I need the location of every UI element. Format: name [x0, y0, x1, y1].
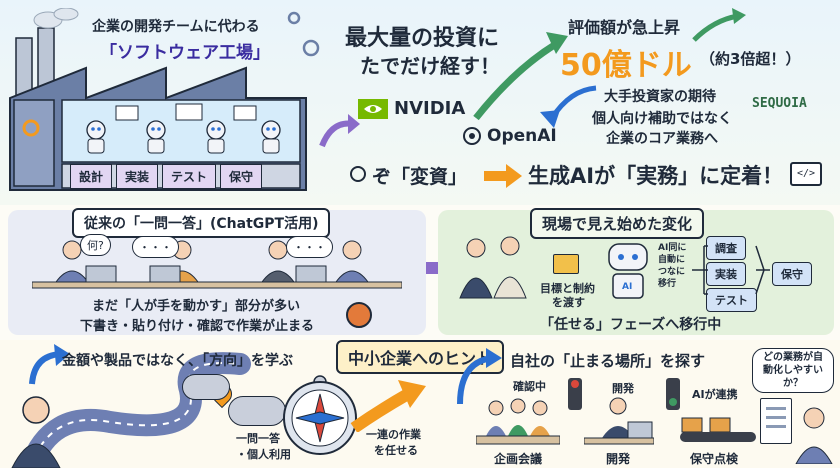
goal-label-line1: 目標と制約: [540, 282, 595, 295]
arrow-icon: [692, 8, 746, 42]
nvidia-eye-icon: [358, 98, 388, 119]
investor-line2: 個人向け補助ではなく: [592, 111, 732, 127]
person-icon: [795, 407, 833, 464]
tl-label-dev: 開発: [612, 382, 634, 395]
stage-implement: 実装: [116, 164, 159, 189]
magnifier-icon: [350, 166, 366, 182]
traffic-light-icon: [568, 378, 582, 410]
compass-icon: [283, 375, 357, 455]
cloud-icon: [228, 396, 286, 426]
conventional-title: 従来の「一問一答」(ChatGPT活用): [72, 208, 331, 238]
scene-maintenance: 保守点検: [690, 452, 739, 466]
cloud-label-line1: 一問一答: [236, 432, 280, 445]
conveyor-illustration: [680, 417, 756, 442]
arrow-icon: [29, 344, 70, 385]
nvidia-label: NVIDIA: [394, 98, 466, 119]
conventional-desc-line2: 下書き・貼り付け・確認で作業が止まる: [80, 319, 315, 334]
investor-line3: 企業のコア業務へ: [606, 131, 718, 147]
factory-title-line1: 企業の開発チームに代わる: [92, 19, 260, 35]
person-icon: [335, 240, 369, 283]
presenters-illustration: [459, 236, 527, 299]
change-title: 現場で見え始めた変化: [530, 208, 705, 239]
openai-icon: [463, 127, 481, 145]
hint-stop-places: 自社の「止まる場所」を探す: [510, 352, 706, 370]
openai-logo: OpenAI: [462, 126, 557, 146]
gear-icon: [22, 119, 40, 137]
tl-label-ai: AIが連携: [692, 388, 738, 401]
nvidia-logo: NVIDIA: [358, 98, 465, 119]
robot-icon: [146, 120, 166, 154]
arrow-icon: [350, 380, 426, 432]
openai-label: OpenAI: [487, 126, 557, 146]
cloud-label-line2: ・個人利用: [236, 448, 291, 461]
stage-maintain: 保守: [220, 164, 263, 189]
dev-illustration: [584, 397, 654, 445]
valuation-note: （約3倍超！）: [700, 50, 801, 68]
flow-implement: 実装: [706, 262, 746, 286]
tl-label-checking: 確認中: [513, 380, 546, 393]
investment-headline-line1: 最大量の投資に: [345, 26, 500, 51]
question-bubble: どの業務が自動化しやすいか？: [752, 348, 834, 393]
sequoia-logo: SEQUOIA: [752, 96, 807, 111]
rising-arrow-icon: [473, 32, 568, 121]
cloud-icon: [182, 374, 230, 400]
robot-icon: [261, 120, 281, 154]
ai-robot-illustration: [608, 243, 648, 299]
valuation-value: 50億ドル: [560, 48, 692, 83]
flow-test: テスト: [706, 288, 757, 312]
code-window-icon: </>: [790, 162, 822, 186]
robot-badge: AI: [622, 282, 633, 292]
flow-connectors: [692, 245, 770, 295]
person-icon: [459, 238, 493, 299]
robot-note: AI同に自動につなに移行: [658, 243, 687, 289]
checklist-icon: [760, 398, 792, 444]
thinking-person-illustration: [11, 396, 61, 468]
arrow-icon: [457, 348, 502, 405]
meeting-illustration: [476, 398, 560, 445]
arrow-label-line1: 一連の作業: [366, 428, 421, 441]
goal-label-line2: を渡す: [552, 296, 585, 309]
gear-icon: [287, 11, 320, 57]
speech-bubble: ・・・: [132, 236, 179, 258]
hint-title: 中小企業へのヒント: [336, 340, 505, 374]
stage-row: 設計 実装 テスト 保守: [70, 164, 263, 189]
workers-illustration: [32, 240, 402, 289]
stop-gear-icon: [346, 302, 372, 328]
arrow-icon: [540, 85, 597, 128]
investor-line1: 大手投資家の期待: [604, 89, 716, 105]
flow-maintain: 保守: [772, 262, 812, 286]
speech-bubble: ・・・: [286, 236, 333, 258]
arrow-label-line2: を任せる: [374, 444, 418, 457]
scene-planning: 企画会議: [494, 452, 543, 466]
arrow-icon: [319, 114, 360, 148]
conventional-desc-line1: まだ「人が手を動かす」部分が多い: [92, 299, 301, 314]
speech-bubble: 何?: [80, 234, 111, 256]
folder-icon: [553, 254, 579, 274]
robot-icon: [206, 120, 226, 154]
investment-headline-line2: たでだけ経す！: [360, 54, 500, 78]
flow-research: 調査: [706, 236, 746, 260]
stage-design: 設計: [70, 164, 113, 189]
stage-test: テスト: [162, 164, 217, 189]
person-icon: [261, 240, 295, 283]
hint-direction: 金額や製品ではなく、「方向」を学ぶ: [62, 353, 293, 369]
arrow-icon: [484, 164, 522, 188]
road-illustration: [19, 352, 251, 468]
person-icon: [493, 236, 527, 299]
traffic-light-icon: [666, 378, 680, 410]
investment-bottom-main: 生成AIが「実務」に定着！: [528, 164, 784, 188]
scene-dev: 開発: [606, 452, 631, 466]
robot-icon: [86, 120, 106, 154]
change-bottom: 「任せる」フェーズへ移行中: [540, 317, 722, 333]
factory-title-line2: 「ソフトウェア工場」: [100, 43, 270, 63]
investment-bottom-prefix: ぞ「変資」: [372, 166, 468, 188]
valuation-label: 評価額が急上昇: [568, 18, 681, 37]
